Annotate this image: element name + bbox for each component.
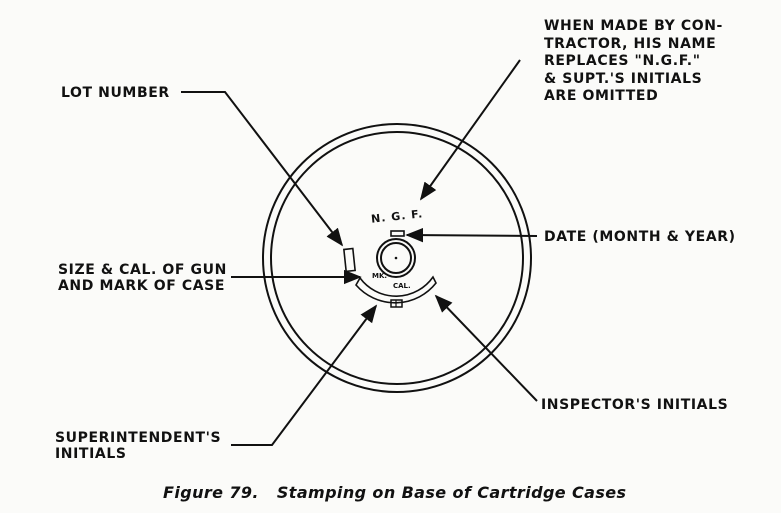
figure-title: Stamping on Base of Cartridge Cases <box>276 483 627 502</box>
inspector-label: INSPECTOR'S INITIALS <box>541 397 729 413</box>
leader-lot-number <box>181 91 344 247</box>
cartridge-rim <box>262 123 532 393</box>
contractor-note-line: ARE OMITTED <box>544 88 659 104</box>
superintendent-label: SUPERINTENDENT'S INITIALS <box>55 430 221 462</box>
lot-number-stamp-box <box>342 247 357 273</box>
contractor-note-line: & SUPT.'S INITIALS <box>544 70 703 87</box>
superintendent-line: SUPERINTENDENT'S <box>55 430 222 446</box>
contractor-note-line: WHEN MADE BY CON- <box>544 18 723 34</box>
cal-stamp-text: CAL. <box>393 282 411 290</box>
date-label: DATE (MONTH & YEAR) <box>544 229 736 245</box>
contractor-note-line: REPLACES "N.G.F." <box>544 53 701 69</box>
primer-center-dot <box>394 256 398 260</box>
figure-number: Figure 79. <box>163 483 259 502</box>
leader-contractor <box>419 59 521 201</box>
primer-circle <box>376 238 416 278</box>
contractor-note-line: TRACTOR, HIS NAME <box>544 35 717 52</box>
size-cal-line: AND MARK OF CASE <box>58 278 226 294</box>
size-cal-line: SIZE & CAL. OF GUN <box>58 262 227 278</box>
superintendent-line: INITIALS <box>55 446 127 462</box>
mk-stamp-text: MK. <box>372 272 388 280</box>
contractor-note: WHEN MADE BY CON- TRACTOR, HIS NAME REPL… <box>544 18 723 106</box>
figure-caption: Figure 79. Stamping on Base of Cartridge… <box>163 483 626 502</box>
date-stamp-box <box>390 230 405 237</box>
size-cal-arc <box>355 275 437 304</box>
leader-inspector <box>434 294 538 402</box>
size-cal-label: SIZE & CAL. OF GUN AND MARK OF CASE <box>58 262 227 294</box>
leader-superintendent <box>231 304 378 446</box>
lot-number-label: LOT NUMBER <box>61 85 170 101</box>
leader-date <box>405 227 538 243</box>
